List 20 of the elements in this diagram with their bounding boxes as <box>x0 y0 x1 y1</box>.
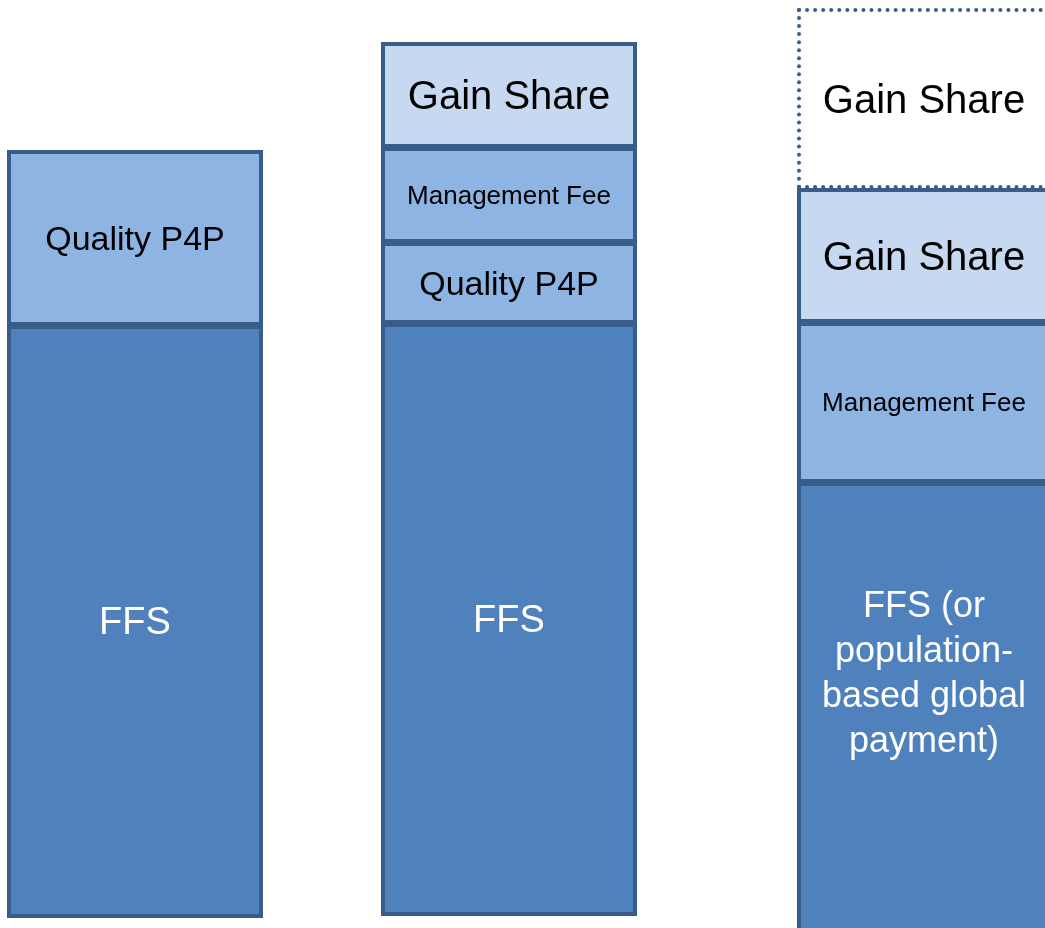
block-label: Gain Share <box>822 75 1026 123</box>
payment-block <box>381 323 637 916</box>
gain-share-block <box>381 42 637 148</box>
payment-block <box>797 482 1045 928</box>
payment-block <box>7 150 263 326</box>
block-label: Quality P4P <box>419 262 599 304</box>
block-label: FFS <box>473 596 545 642</box>
payment-block <box>7 325 263 918</box>
payment-block <box>797 322 1045 483</box>
potential-block <box>797 8 1045 189</box>
block-label: Management Fee <box>407 178 611 212</box>
block-label: FFS <box>99 598 171 644</box>
block-label: FFS (or population-based global payment) <box>820 583 1028 762</box>
block-label: Gain Share <box>822 232 1026 280</box>
block-label: Quality P4P <box>45 217 225 259</box>
block-label: Management Fee <box>822 386 1026 419</box>
payment-block <box>381 147 637 243</box>
gain-share-block <box>797 188 1045 323</box>
payment-block <box>381 242 637 324</box>
block-label: Gain Share <box>407 72 611 119</box>
